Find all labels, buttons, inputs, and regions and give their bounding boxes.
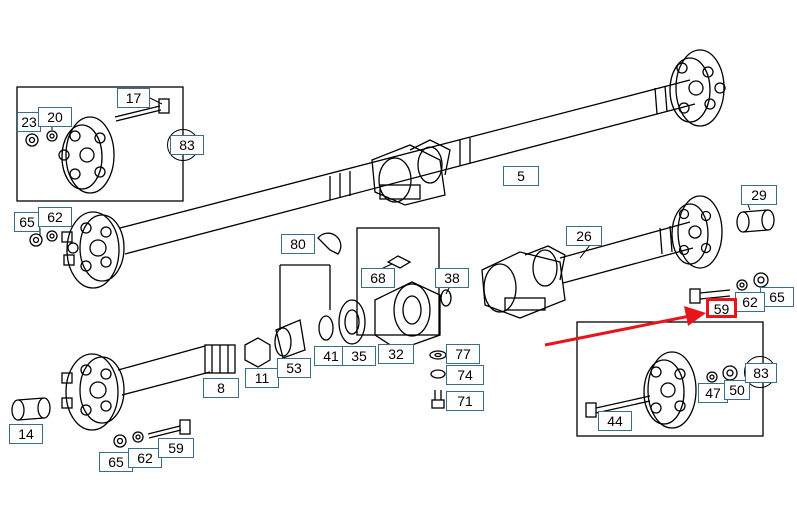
- callout-65-upper[interactable]: 65: [14, 212, 40, 232]
- callout-17[interactable]: 17: [117, 88, 150, 108]
- sleeve-14: [11, 397, 51, 421]
- callout-8[interactable]: 8: [203, 378, 239, 398]
- callout-5[interactable]: 5: [503, 166, 539, 186]
- callout-59-lower[interactable]: 59: [158, 438, 194, 458]
- callout-26[interactable]: 26: [566, 226, 602, 246]
- callout-74[interactable]: 74: [446, 365, 484, 385]
- callout-47[interactable]: 47: [698, 383, 728, 403]
- callout-44[interactable]: 44: [598, 411, 632, 431]
- center-bearing-assembly: [244, 232, 452, 368]
- callout-41[interactable]: 41: [314, 346, 348, 366]
- callout-11[interactable]: 11: [245, 368, 279, 388]
- callout-53[interactable]: 53: [277, 358, 311, 378]
- callout-62-lower[interactable]: 62: [128, 448, 162, 468]
- red-pointer-arrow: [544, 306, 706, 347]
- bolt-washer-nut-lower: [113, 419, 191, 448]
- callout-80[interactable]: 80: [281, 234, 315, 254]
- callout-68[interactable]: 68: [361, 268, 395, 288]
- callout-71[interactable]: 71: [446, 391, 484, 411]
- sleeve-29: [736, 209, 775, 233]
- inset-flex-disc: [25, 98, 170, 194]
- callout-62-right[interactable]: 62: [735, 292, 765, 312]
- hardware-77-74-71: [429, 350, 447, 409]
- callout-59-highlighted[interactable]: 59: [706, 298, 737, 318]
- rear-propeller-shaft-lower: [61, 344, 236, 431]
- callout-32[interactable]: 32: [378, 344, 414, 364]
- callout-83-bottom[interactable]: 83: [745, 363, 777, 383]
- callout-29[interactable]: 29: [741, 185, 777, 205]
- rear-propeller-shaft-upper: [481, 195, 723, 319]
- flex-disc-upper-left: [61, 211, 125, 289]
- front-propeller-shaft: [119, 79, 696, 255]
- flex-disc-upper-right: [669, 49, 726, 127]
- callout-62-upper[interactable]: 62: [38, 207, 72, 227]
- callout-20[interactable]: 20: [38, 107, 72, 127]
- callout-83-top[interactable]: 83: [170, 135, 204, 155]
- nut-washer-65-62: [29, 230, 58, 247]
- callout-65-right[interactable]: 65: [760, 287, 794, 307]
- callout-38[interactable]: 38: [435, 268, 469, 288]
- bolt-washer-nut-right: [689, 272, 769, 304]
- callout-77[interactable]: 77: [446, 344, 480, 364]
- callout-14[interactable]: 14: [9, 424, 43, 444]
- leader-lines: [39, 97, 751, 295]
- callout-35[interactable]: 35: [342, 346, 376, 366]
- callout-50[interactable]: 50: [724, 380, 750, 400]
